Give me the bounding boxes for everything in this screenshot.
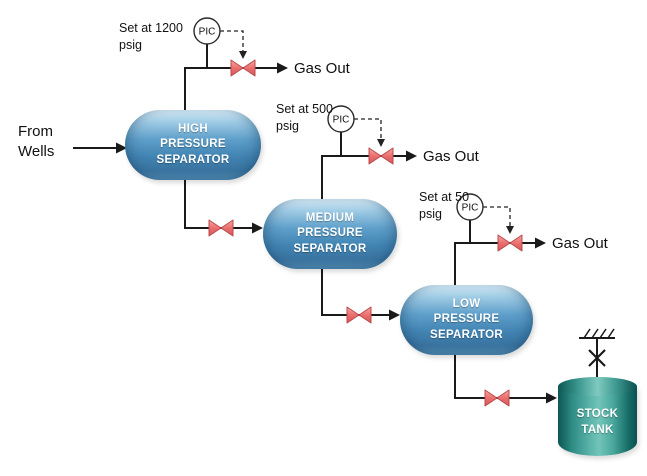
instrument-signals — [220, 30, 511, 227]
lp-separator-label: LOW PRESSURE SEPARATOR — [430, 297, 503, 341]
from-wells-label: From Wells — [18, 123, 55, 161]
signal-arrow-hp — [239, 51, 247, 59]
vent-closed-valve-icon — [588, 349, 606, 367]
vent-hatching — [583, 328, 615, 339]
signal-pic-mp — [354, 118, 382, 140]
pic-controller-hp: PIC — [193, 17, 221, 45]
arrow-gas-out-mp — [406, 150, 417, 162]
setpoint-hp-label: Set at 1200 psig — [119, 21, 183, 52]
pic-controller-mp: PIC — [327, 105, 355, 133]
valve-hp-gas — [230, 59, 256, 77]
arrow-into-hp — [116, 142, 127, 154]
pic-hp-circle-icon — [193, 17, 221, 45]
setpoint-lp-label: Set at 50 psig — [419, 190, 470, 221]
vent-symbol — [579, 328, 615, 367]
valve-lp-gas — [497, 234, 523, 252]
stock-tank-label: STOCK TANK — [576, 408, 619, 436]
arrow-into-mp — [252, 222, 263, 234]
signal-arrow-lp — [506, 226, 514, 234]
setpoint-mp-label: Set at 500 psig — [276, 102, 333, 133]
stock-tank: STOCK TANK — [558, 377, 637, 456]
pipe-lp-liquid — [454, 353, 546, 399]
mp-separator: MEDIUM PRESSURE SEPARATOR — [263, 199, 397, 269]
mp-separator-label: MEDIUM PRESSURE SEPARATOR — [293, 211, 367, 255]
gas-out-mp-label: Gas Out — [423, 148, 479, 165]
pipe-mp-liquid — [321, 267, 389, 316]
arrow-gas-out-hp — [277, 62, 288, 74]
pic-hp-label: PIC — [199, 27, 216, 38]
valve-mp-gas — [368, 147, 394, 165]
signal-pic-lp — [483, 206, 511, 227]
pic-mp-label: PIC — [333, 115, 350, 126]
valve-hp-to-mp — [208, 219, 234, 237]
signal-arrow-mp — [377, 139, 385, 147]
lp-separator: LOW PRESSURE SEPARATOR — [400, 285, 533, 355]
signal-arrowheads — [239, 51, 514, 234]
valve-mp-to-lp — [346, 306, 372, 324]
flow-arrowheads — [116, 62, 557, 404]
arrow-gas-out-lp — [535, 237, 546, 249]
valves — [208, 59, 523, 407]
arrow-into-tank — [546, 392, 557, 404]
arrow-into-lp — [389, 309, 400, 321]
gas-out-lp-label: Gas Out — [552, 235, 608, 252]
signal-pic-hp — [220, 30, 244, 52]
pic-lp-label: PIC — [462, 203, 479, 214]
pic-controllers: PIC PIC PIC — [193, 17, 484, 221]
hp-separator: HIGH PRESSURE SEPARATOR — [125, 110, 261, 180]
valve-lp-to-tank — [484, 389, 510, 407]
pic-controller-lp: PIC — [456, 193, 484, 221]
pic-mp-circle-icon — [327, 105, 355, 133]
pipe-hp-liquid — [184, 178, 252, 229]
hp-separator-label: HIGH PRESSURE SEPARATOR — [156, 122, 230, 166]
gas-out-hp-label: Gas Out — [294, 60, 350, 77]
pic-lp-circle-icon — [456, 193, 484, 221]
pipe-lp-gas — [454, 242, 535, 287]
